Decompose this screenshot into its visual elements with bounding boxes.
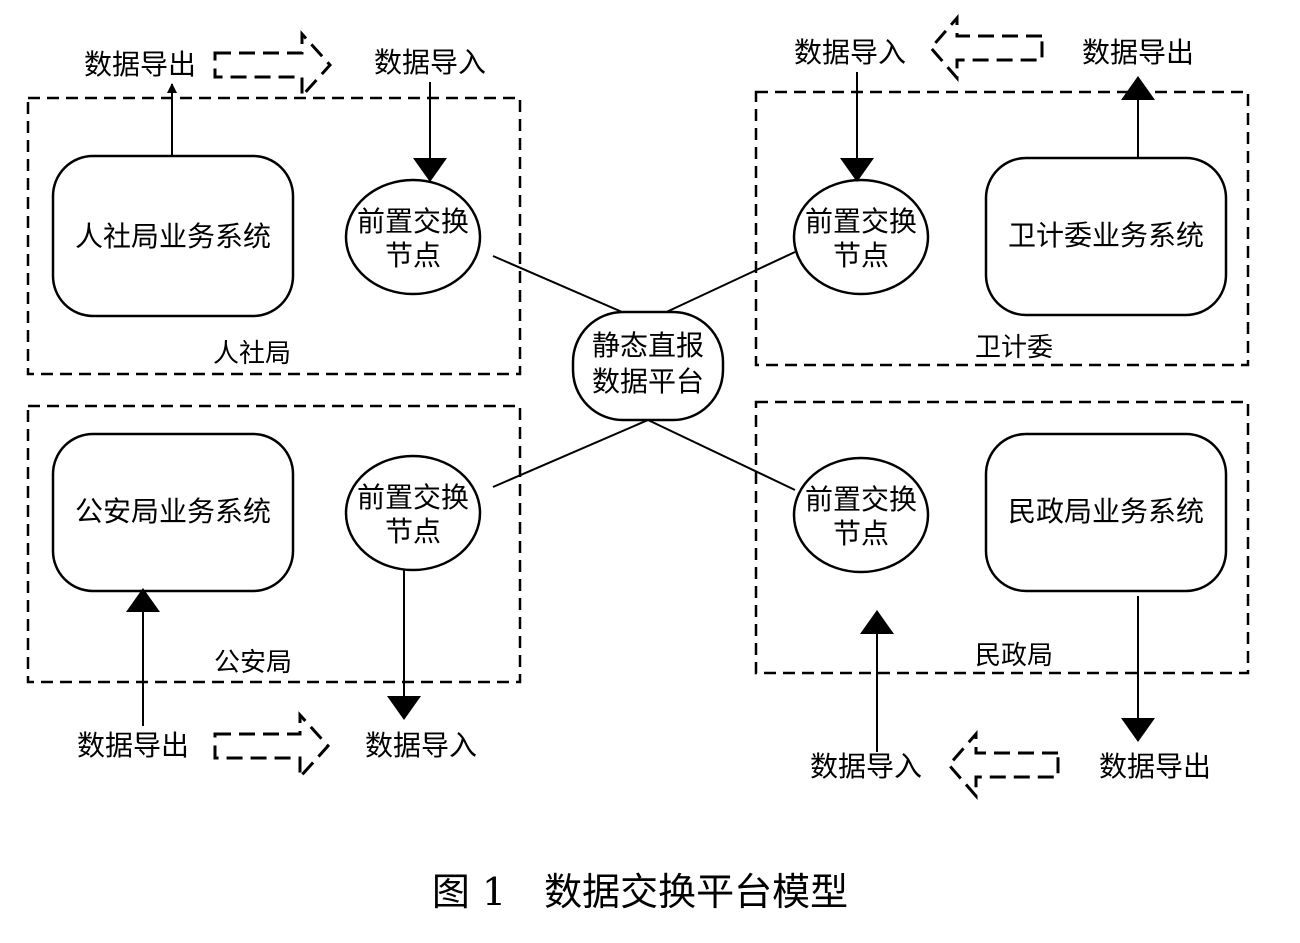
rsj-transfer-arrow-icon	[213, 30, 333, 100]
gaj-front-node	[344, 454, 482, 572]
wjw-front-node-line1: 前置交换	[805, 205, 917, 238]
rsj-group-label: 人社局	[213, 339, 291, 369]
rsj-front-node-line2: 节点	[385, 239, 441, 272]
link-wjw-center	[644, 251, 796, 323]
wjw-group-label: 卫计委	[975, 333, 1053, 363]
mzj-front-node	[792, 456, 930, 574]
link-mzj-center	[647, 419, 796, 491]
center-platform-line1: 静态直报	[592, 329, 704, 362]
group-mzj: 民政局业务系统 前置交换 节点 民政局 数据导入 数据导出	[754, 400, 1250, 801]
wjw-export-label: 数据导出	[1082, 36, 1194, 69]
mzj-front-node-line2: 节点	[833, 517, 889, 550]
rsj-export-label: 数据导出	[84, 48, 196, 81]
gaj-front-node-line1: 前置交换	[357, 481, 469, 514]
wjw-transfer-arrow-icon	[929, 13, 1044, 83]
rsj-import-label: 数据导入	[374, 46, 486, 79]
group-gaj: 公安局业务系统 前置交换 节点 公安局 数据导出 数据导入	[26, 404, 522, 781]
rsj-front-node-line1: 前置交换	[357, 205, 469, 238]
mzj-group-label: 民政局	[975, 641, 1053, 671]
wjw-system-label: 卫计委业务系统	[1008, 219, 1204, 252]
group-gaj-box	[26, 404, 522, 684]
group-rsj: 人社局业务系统 前置交换 节点 人社局 数据导出 数据导入	[26, 30, 522, 376]
figure-caption: 图 1 数据交换平台模型	[432, 870, 848, 914]
center-platform-line2: 数据平台	[592, 365, 704, 398]
mzj-front-node-line1: 前置交换	[805, 483, 917, 516]
center-platform-box	[571, 310, 725, 422]
gaj-front-node-line2: 节点	[385, 515, 441, 548]
gaj-system-box	[51, 432, 295, 593]
wjw-front-node-line2: 节点	[833, 239, 889, 272]
mzj-import-label: 数据导入	[810, 750, 922, 783]
gaj-transfer-arrow-icon	[213, 711, 331, 781]
gaj-system-label: 公安局业务系统	[75, 495, 271, 528]
center-platform: 静态直报 数据平台	[571, 310, 725, 422]
gaj-import-label: 数据导入	[365, 729, 477, 762]
rsj-system-label: 人社局业务系统	[75, 220, 271, 253]
group-wjw-box	[754, 90, 1250, 367]
group-rsj-box	[26, 96, 522, 376]
mzj-system-label: 民政局业务系统	[1008, 495, 1204, 528]
gaj-export-label: 数据导出	[77, 729, 189, 762]
wjw-system-box	[984, 156, 1228, 317]
group-wjw: 卫计委业务系统 前置交换 节点 卫计委 数据导入 数据导出	[754, 13, 1250, 367]
mzj-export-label: 数据导出	[1099, 750, 1211, 783]
link-gaj-center	[492, 419, 649, 488]
wjw-import-label: 数据导入	[794, 36, 906, 69]
mzj-system-box	[984, 432, 1228, 593]
gaj-group-label: 公安局	[214, 648, 292, 678]
mzj-transfer-arrow-icon	[947, 729, 1060, 801]
group-mzj-box	[754, 400, 1250, 675]
